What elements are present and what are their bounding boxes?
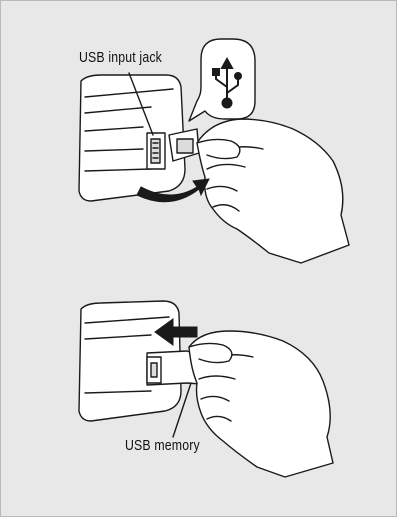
jack-cover-inner xyxy=(177,139,193,153)
usb-input-jack-label: USB input jack xyxy=(79,49,162,66)
usb-connector-slot xyxy=(151,363,157,377)
usb-memory-label: USB memory xyxy=(125,437,200,454)
